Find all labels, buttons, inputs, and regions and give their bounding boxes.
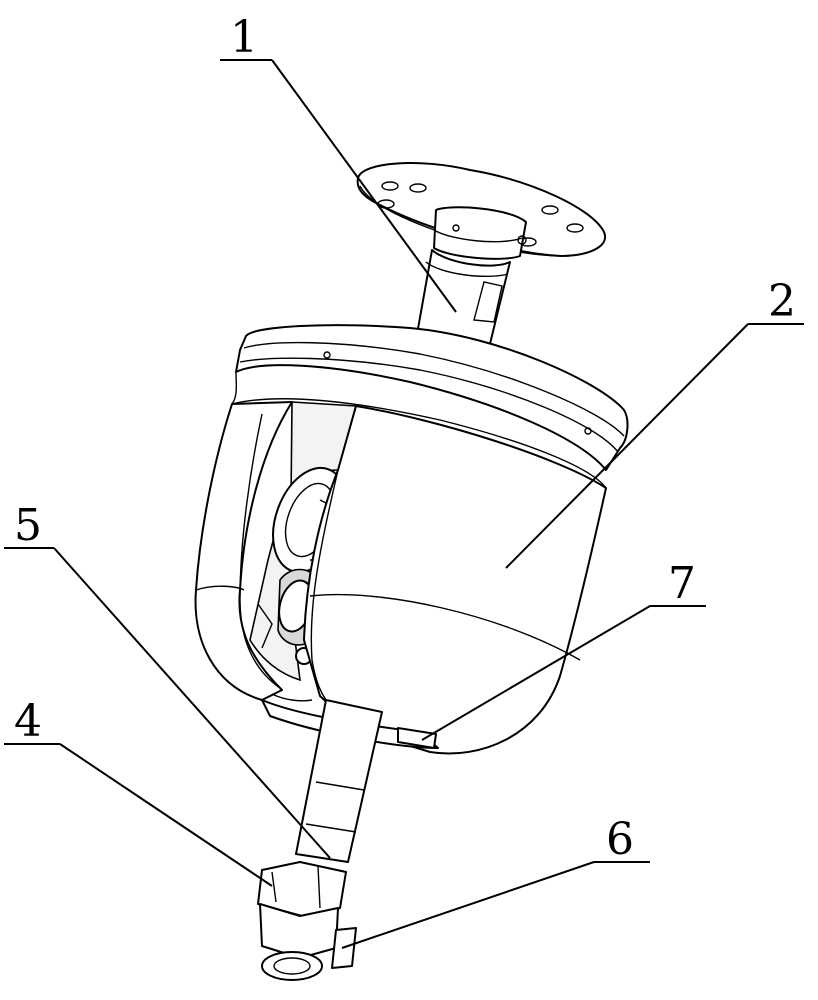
leader-6-diag — [341, 861, 595, 949]
flange-hub — [433, 206, 527, 260]
callout-1: 1 — [230, 12, 258, 63]
callout-4: 4 — [14, 696, 42, 747]
callout-5: 5 — [14, 500, 42, 551]
lower-shaft — [295, 699, 383, 863]
housing-cap — [231, 324, 629, 489]
leader-lines — [4, 59, 804, 949]
left-shell — [194, 401, 293, 701]
callout-2: 2 — [768, 276, 796, 327]
leader-2-diag — [505, 323, 749, 569]
callout-7: 7 — [668, 558, 696, 609]
end-fitting — [257, 861, 357, 981]
leader-4-diag — [59, 743, 273, 887]
leader-5-diag — [53, 547, 331, 859]
upper-shaft — [415, 249, 511, 356]
leader-1-diag — [271, 59, 457, 313]
leader-7-diag — [421, 605, 651, 741]
callout-6: 6 — [606, 814, 634, 865]
main-housing — [303, 405, 607, 755]
